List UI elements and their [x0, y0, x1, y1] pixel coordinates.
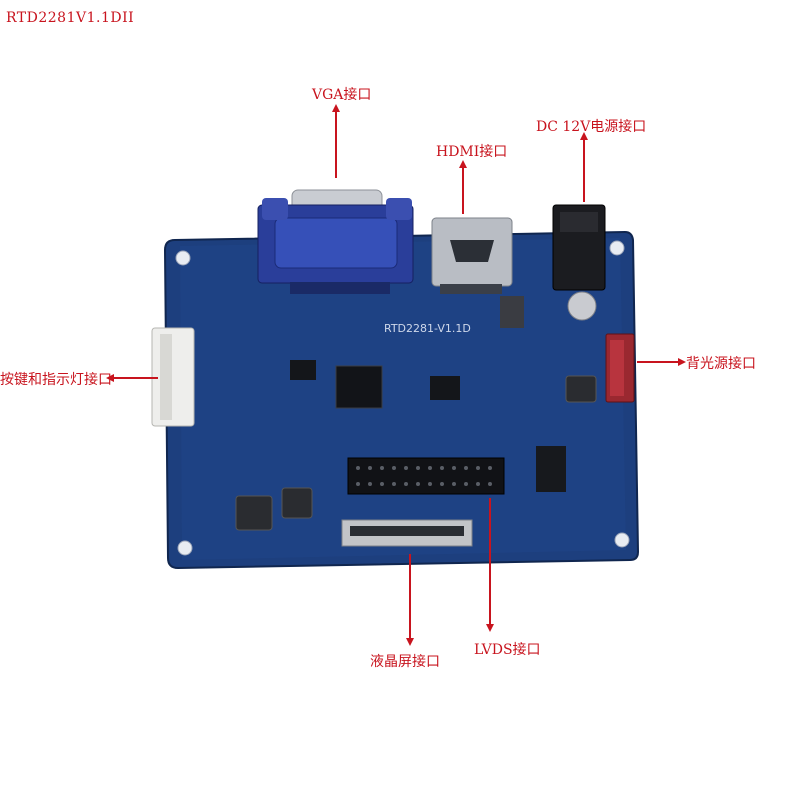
main-ic: [335, 365, 383, 409]
lcd-fpc-connector: [341, 519, 473, 547]
image-title: RTD2281V1.1DII: [6, 10, 135, 26]
label-lvds: LVDS接口: [474, 642, 541, 658]
label-keypad: 按键和指示灯接口: [0, 372, 112, 388]
pin-header: [347, 457, 505, 495]
hdmi-connector: [431, 217, 513, 294]
secondary-ic: [430, 376, 460, 400]
mosfet: [500, 296, 524, 328]
dc-jack: [552, 204, 606, 291]
backlight-connector: [605, 333, 635, 403]
label-dc: DC 12V电源接口: [536, 119, 647, 135]
ic-right: [536, 446, 566, 492]
label-vga: VGA接口: [312, 87, 372, 103]
label-backlight: 背光源接口: [686, 356, 756, 372]
silkscreen-model: RTD2281-V1.1D: [384, 322, 471, 335]
inductor-left: [235, 495, 273, 531]
label-lcd: 液晶屏接口: [370, 654, 440, 670]
inductor-right: [281, 487, 313, 519]
capacitor: [567, 291, 597, 321]
small-ic: [290, 360, 316, 380]
inductor-4r7: [565, 375, 597, 403]
vga-connector: [257, 189, 414, 294]
keypad-connector: [151, 327, 195, 427]
annotation-arrows: [106, 104, 686, 646]
label-hdmi: HDMI接口: [436, 144, 508, 160]
